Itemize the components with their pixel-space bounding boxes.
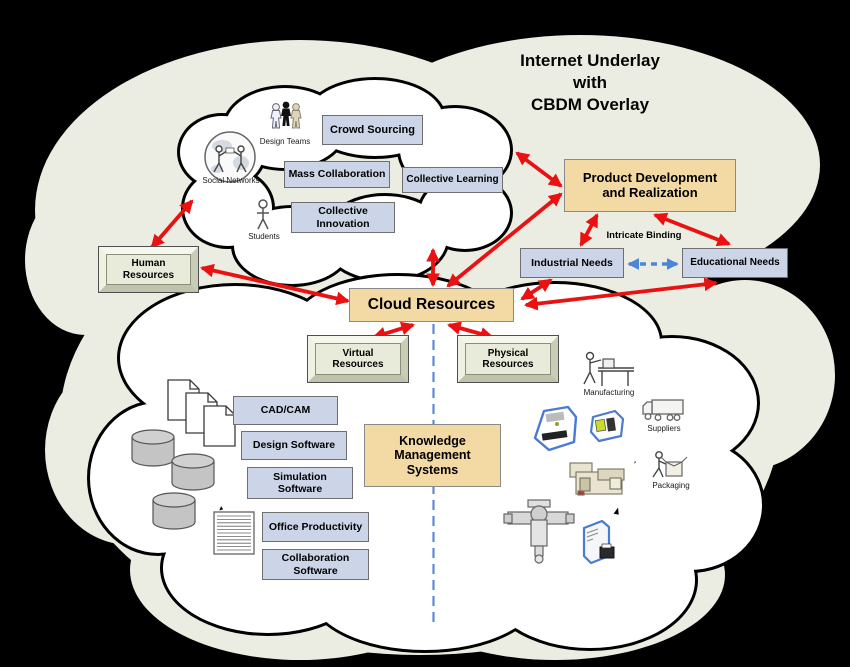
cloud-resources-box: Cloud Resources xyxy=(349,288,514,322)
students-label: Students xyxy=(248,232,280,241)
collective-learning-box: Collective Learning xyxy=(402,167,503,193)
cad-cam-box: CAD/CAM xyxy=(233,396,338,425)
packaging-icon xyxy=(652,451,688,478)
industrial-needs-box: Industrial Needs xyxy=(520,248,624,278)
design-teams-label: Design Teams xyxy=(259,137,311,146)
human-resources-box: Human Resources xyxy=(98,246,199,293)
database-icons xyxy=(131,429,215,530)
printer-machine-icon xyxy=(533,405,578,452)
arrow-cloudresources-physical xyxy=(447,321,494,341)
educational-needs-box: Educational Needs xyxy=(682,248,788,278)
manufacturing-label: Manufacturing xyxy=(583,388,635,397)
arrow-hr-collabcloud xyxy=(150,199,194,249)
social-networks-label: Social Networks xyxy=(202,176,260,185)
mass-collaboration-box: Mass Collaboration xyxy=(284,161,390,188)
drill-press-icon xyxy=(503,499,575,564)
crowd-sourcing-box: Crowd Sourcing xyxy=(322,115,423,145)
arrow-cloudresources-virtual xyxy=(372,321,415,341)
documents-icon xyxy=(167,379,236,447)
virtual-resources-box: Virtual Resources xyxy=(307,335,409,383)
computer-tower-icon xyxy=(582,519,615,565)
arrow-productdev-educational xyxy=(653,212,731,247)
lined-paper-icon xyxy=(213,511,255,555)
manufacturing-icon xyxy=(583,351,634,386)
cnc-machine-icon xyxy=(569,462,625,496)
knowledge-management-box: Knowledge Management Systems xyxy=(364,424,501,487)
design-teams-icon xyxy=(270,101,302,129)
arrow-hr-cloudresources xyxy=(199,263,351,306)
office-productivity-box: Office Productivity xyxy=(262,512,369,542)
suppliers-truck-icon xyxy=(642,399,684,421)
intricate-binding-label: Intricate Binding xyxy=(606,230,682,241)
arrow-productdev-industrial xyxy=(579,213,599,247)
design-software-box: Design Software xyxy=(241,431,347,460)
arrow-industrial-cloudresources xyxy=(520,278,553,301)
collaboration-software-box: Collaboration Software xyxy=(262,549,369,580)
small-machine-icon xyxy=(589,409,625,443)
suppliers-label: Suppliers xyxy=(647,424,681,433)
diagram-title: Internet Underlay with CBDM Overlay xyxy=(520,51,660,114)
collective-innovation-box: Collective Innovation xyxy=(291,202,395,233)
product-development-box: Product Development and Realization xyxy=(564,159,736,212)
social-networks-icon xyxy=(204,131,256,183)
physical-resources-box: Physical Resources xyxy=(457,335,559,383)
arrow-collabcloud-productdev xyxy=(515,151,563,188)
simulation-software-box: Simulation Software xyxy=(247,467,353,499)
arrow-productdev-cloudresources xyxy=(446,192,563,288)
packaging-label: Packaging xyxy=(652,481,690,490)
red-arrows xyxy=(150,151,731,341)
arrow-educational-cloudresources xyxy=(523,277,719,311)
students-icon xyxy=(257,199,269,230)
